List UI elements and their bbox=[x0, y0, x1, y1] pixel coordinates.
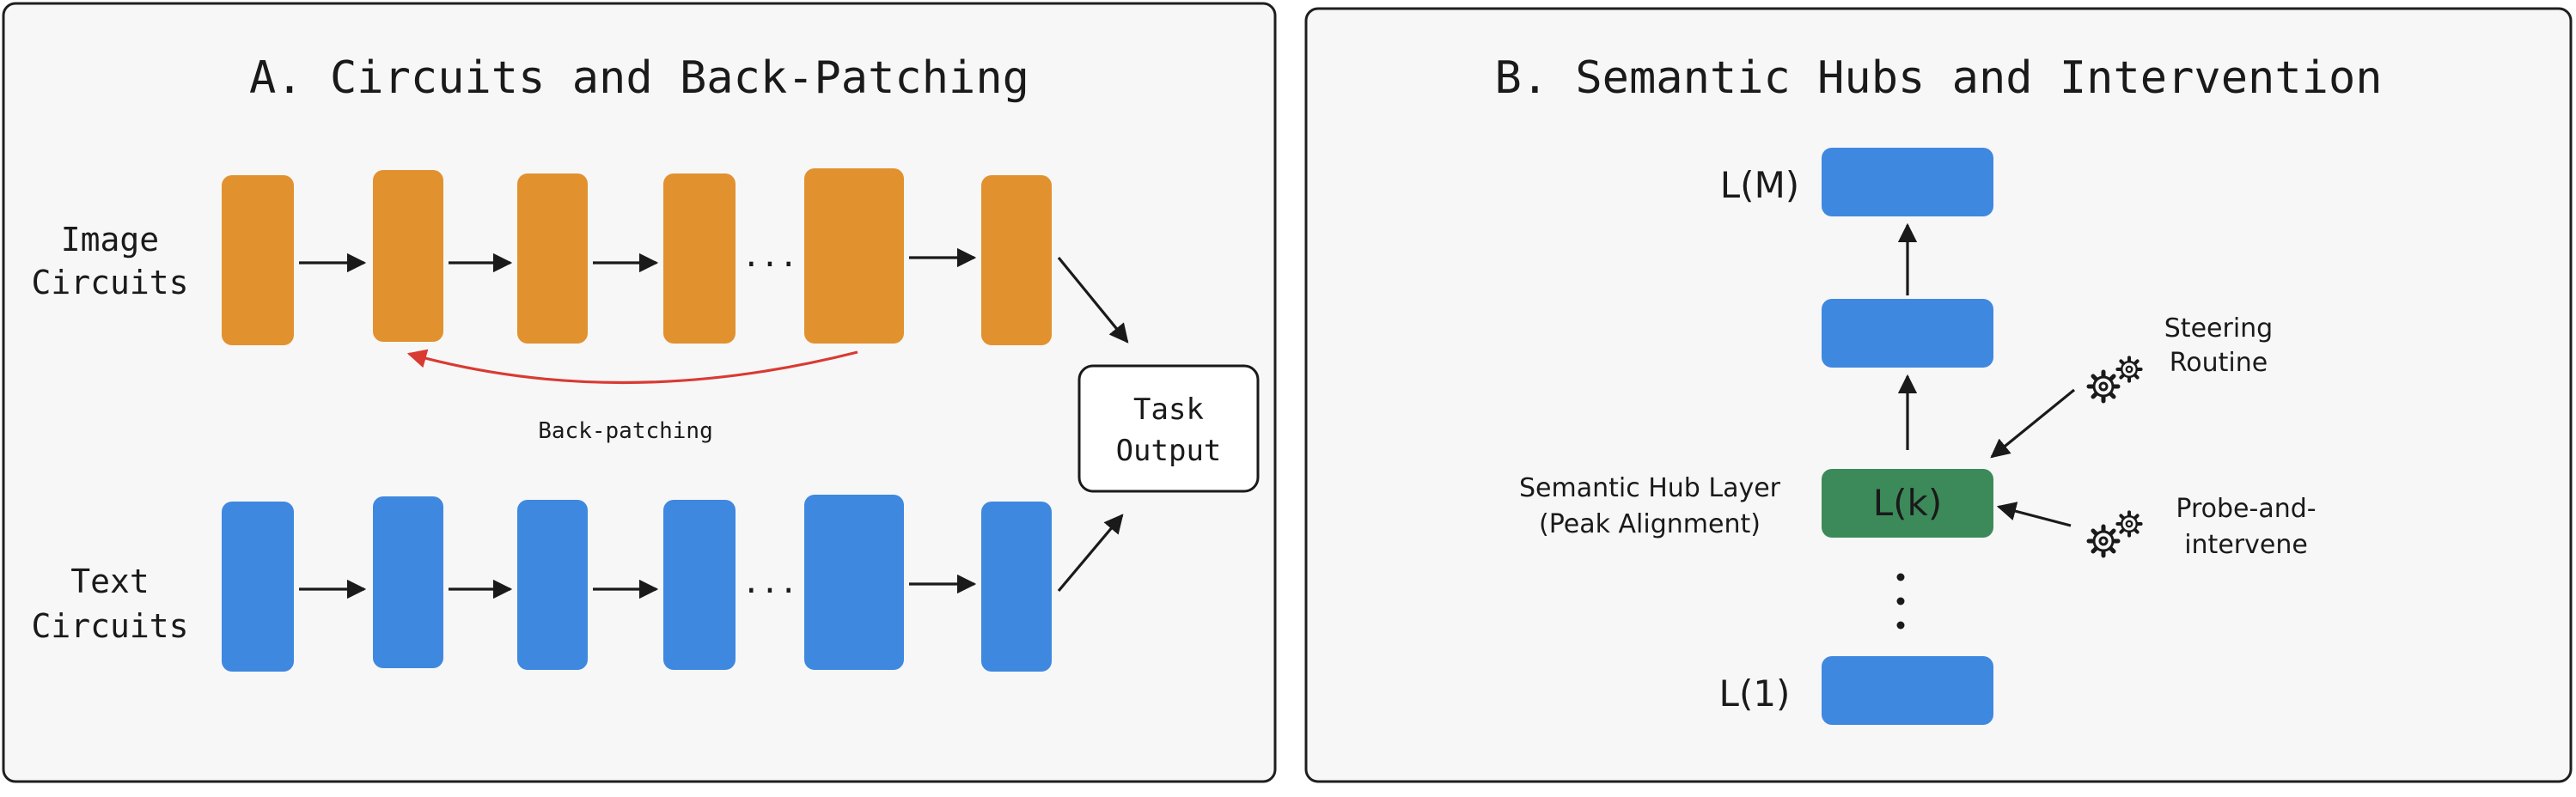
text-circuit-block bbox=[222, 502, 294, 672]
text-circuits-label-2: Circuits bbox=[31, 607, 188, 645]
text-circuits-label-1: Text bbox=[70, 563, 150, 600]
probe-label-2: intervene bbox=[2184, 530, 2308, 560]
panel-a-title: A. Circuits and Back-Patching bbox=[249, 52, 1029, 104]
text-circuit-block bbox=[804, 495, 904, 670]
text-circuit-block bbox=[663, 500, 736, 670]
layer-mid-block bbox=[1822, 299, 1993, 368]
layer-top-label: L(M) bbox=[1720, 164, 1799, 206]
image-circuit-block bbox=[663, 173, 736, 344]
image-circuit-block bbox=[373, 170, 443, 342]
vertical-ellipsis bbox=[1896, 573, 1905, 630]
back-patching-label: Back-patching bbox=[538, 418, 713, 444]
image-circuits-label-1: Image bbox=[61, 221, 159, 259]
steering-label-1: Steering bbox=[2164, 313, 2273, 344]
image-circuits-label-2: Circuits bbox=[31, 264, 188, 301]
image-circuit-row bbox=[222, 168, 1052, 345]
steering-arrow bbox=[1990, 388, 2076, 459]
probe-arrow bbox=[1996, 502, 2072, 527]
image-circuit-arrows bbox=[299, 247, 1129, 344]
image-circuit-block bbox=[517, 173, 588, 344]
text-circuit-block bbox=[373, 496, 443, 668]
image-ellipsis: ... bbox=[742, 239, 797, 274]
hub-layer-label: L(k) bbox=[1873, 482, 1943, 524]
hub-layer-block bbox=[1822, 469, 1993, 538]
text-circuit-block bbox=[981, 502, 1052, 672]
text-ellipsis: ... bbox=[742, 565, 797, 600]
image-circuit-block bbox=[804, 168, 904, 344]
hub-description-2: (Peak Alignment) bbox=[1539, 509, 1761, 539]
layer-bottom-block bbox=[1822, 656, 1993, 725]
back-patching-arrow bbox=[406, 349, 858, 385]
layer-top-block bbox=[1822, 148, 1993, 216]
text-circuit-arrows bbox=[299, 514, 1124, 599]
image-circuit-block bbox=[222, 175, 294, 345]
text-circuit-block bbox=[517, 500, 588, 670]
panel-a: A. Circuits and Back-Patching Image Circ… bbox=[2, 2, 1277, 783]
task-output-box bbox=[1077, 364, 1260, 493]
task-output-label-2: Output bbox=[1116, 434, 1222, 468]
panel-b-title: B. Semantic Hubs and Intervention bbox=[1494, 52, 2382, 104]
task-output-label-1: Task bbox=[1133, 392, 1204, 427]
layer-bottom-label: L(1) bbox=[1719, 672, 1791, 715]
image-circuit-block bbox=[981, 175, 1052, 345]
probe-label-1: Probe-and- bbox=[2176, 494, 2316, 524]
panel-b-frame bbox=[1304, 7, 2573, 783]
panel-b: B. Semantic Hubs and Intervention L(M) L… bbox=[1304, 7, 2573, 783]
hub-description-1: Semantic Hub Layer bbox=[1519, 473, 1781, 503]
steering-label-2: Routine bbox=[2170, 348, 2268, 378]
text-circuit-row bbox=[222, 495, 1052, 672]
